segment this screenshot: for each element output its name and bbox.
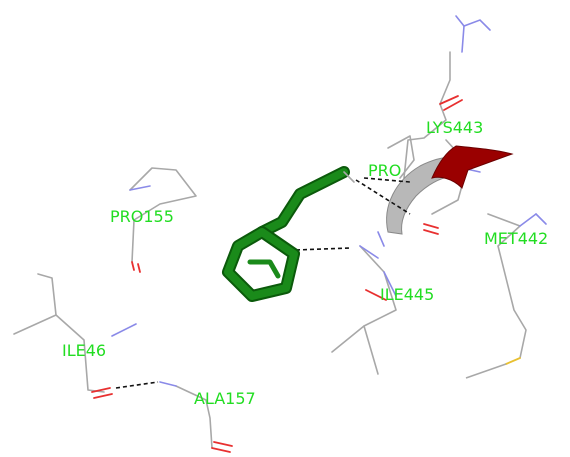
nitrogen-sticks [111, 15, 547, 387]
met442-terminal-carbon [465, 363, 507, 379]
ala157-sticks [175, 385, 213, 449]
label-ile46: ILE46 [62, 341, 106, 360]
helix-ribbon [386, 145, 514, 235]
hbond-ile46-ala157 [115, 381, 159, 389]
ile445-branch [363, 325, 379, 375]
sulfur-sticks [505, 357, 521, 365]
met442-sticks [487, 213, 527, 359]
hbond-ligand-ile445 [295, 247, 351, 251]
oxygen-sticks [91, 95, 463, 453]
ile46-sticks [13, 273, 57, 335]
lys443-sticks [403, 51, 451, 179]
ligand[interactable] [222, 166, 355, 302]
hydrogen-bonds [115, 177, 411, 389]
pro155-sticks [129, 167, 197, 263]
residue-labels: LYS443 PRO MET442 PRO155 ILE445 ILE46 AL… [62, 118, 548, 408]
label-ala157: ALA157 [194, 389, 256, 408]
label-met442: MET442 [484, 229, 548, 248]
ile445-sticks [331, 245, 397, 353]
hbond-ligand-pro [355, 179, 411, 215]
ligand-ring-inner [247, 259, 281, 279]
label-ile445: ILE445 [380, 285, 434, 304]
ligand-tail [343, 171, 355, 183]
ligand-chain [258, 168, 348, 236]
label-pro: PRO [368, 161, 401, 180]
ligand-ring [224, 228, 298, 300]
label-pro155: PRO155 [110, 207, 174, 226]
pro-ring-sticks [387, 135, 415, 179]
hbond-ligand-pro-2 [363, 177, 411, 183]
label-lys443: LYS443 [426, 118, 483, 137]
residue-sticks [13, 51, 527, 449]
